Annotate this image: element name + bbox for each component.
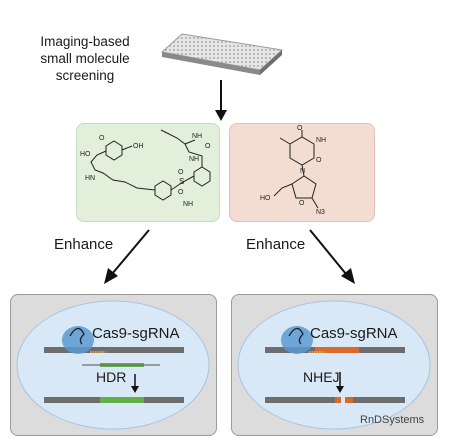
enhance-arrow-left	[104, 229, 150, 284]
header-line-3: screening	[55, 68, 115, 83]
atom-label: NH	[192, 133, 202, 140]
enhance-label-left: Enhance	[54, 236, 114, 253]
compound-structure-left: HO O OH HN NH NH S O O NH O	[80, 129, 211, 208]
hdr-label: HDR	[96, 369, 127, 385]
atom-label: S	[179, 177, 184, 186]
atom-label: OH	[133, 143, 144, 150]
atom-label: O	[297, 125, 303, 132]
header-line-1: Imaging-based	[40, 34, 130, 49]
atom-label: O	[99, 135, 105, 142]
atom-label: NH	[316, 137, 326, 144]
header-line-2: small molecule	[40, 51, 130, 66]
cas9-label-right: Cas9-sgRNA	[310, 325, 398, 342]
hdr-cell-illustration	[16, 300, 210, 430]
nhej-label: NHEJ	[303, 369, 340, 385]
watermark: RnDSystems	[360, 414, 425, 426]
atom-label: O	[178, 189, 184, 196]
screening-plate-icon	[160, 33, 284, 75]
cas9-label-left: Cas9-sgRNA	[92, 325, 180, 342]
atom-label: NH	[183, 201, 193, 208]
down-arrow	[215, 80, 227, 121]
molecule-panel-right: O NH N O O HO N3	[229, 123, 375, 222]
molecule-panel-left: HO O OH HN NH NH S O O NH O	[76, 123, 220, 222]
atom-label: N3	[316, 209, 325, 216]
atom-label: O	[178, 169, 184, 176]
enhance-label-right: Enhance	[246, 236, 306, 253]
nhej-cell-illustration	[237, 300, 431, 430]
compound-structure-right: O NH N O O HO N3	[260, 125, 326, 216]
atom-label: HN	[85, 175, 95, 182]
enhance-arrow-right	[309, 229, 355, 284]
atom-label: O	[299, 200, 305, 207]
atom-label: O	[205, 143, 211, 150]
atom-label: O	[316, 157, 322, 164]
atom-label: HO	[260, 195, 271, 202]
atom-label: N	[300, 168, 305, 175]
atom-label: NH	[189, 156, 199, 163]
atom-label: HO	[80, 151, 91, 158]
